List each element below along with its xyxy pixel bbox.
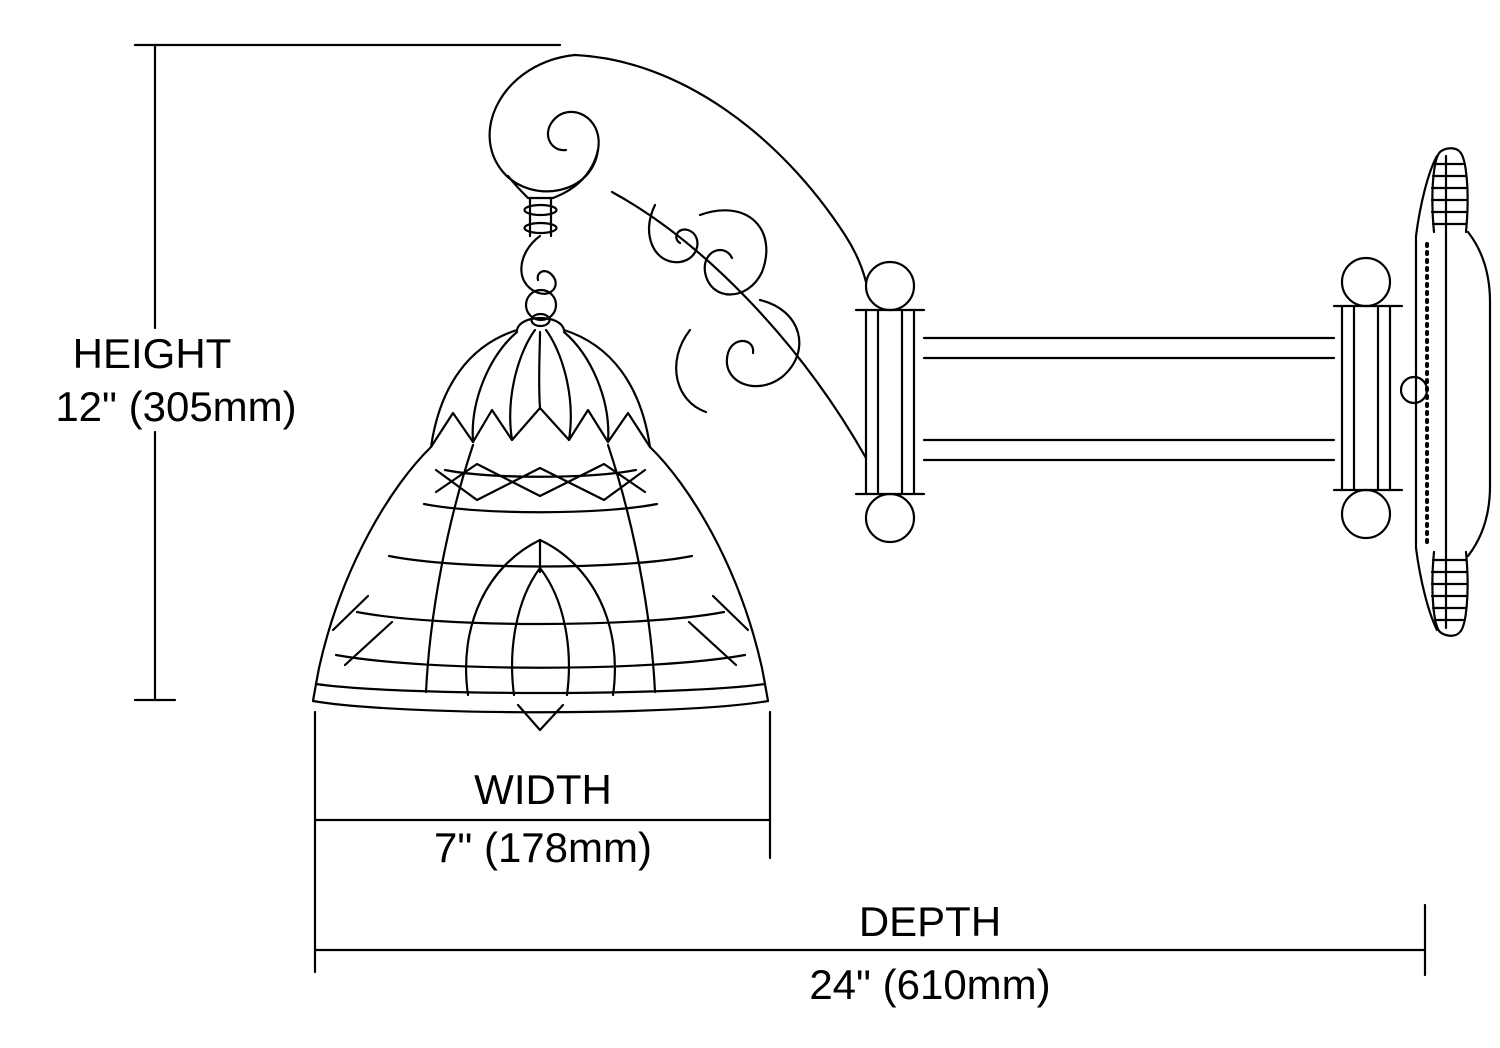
height-label: HEIGHT — [73, 330, 232, 377]
height-value: 12" (305mm) — [55, 383, 296, 430]
shade-drawing — [311, 312, 770, 732]
width-dimension-lines — [313, 710, 772, 974]
wall-plate-drawing — [1399, 147, 1492, 637]
depth-dimension-lines — [313, 903, 1427, 977]
height-dimension-lines — [133, 43, 562, 702]
depth-value: 24" (610mm) — [809, 961, 1050, 1008]
width-label: WIDTH — [474, 766, 612, 813]
scroll-arm-drawing — [488, 53, 868, 460]
width-value: 7" (178mm) — [434, 824, 652, 871]
swing-arm-drawing — [854, 256, 1404, 544]
depth-label: DEPTH — [859, 898, 1001, 945]
